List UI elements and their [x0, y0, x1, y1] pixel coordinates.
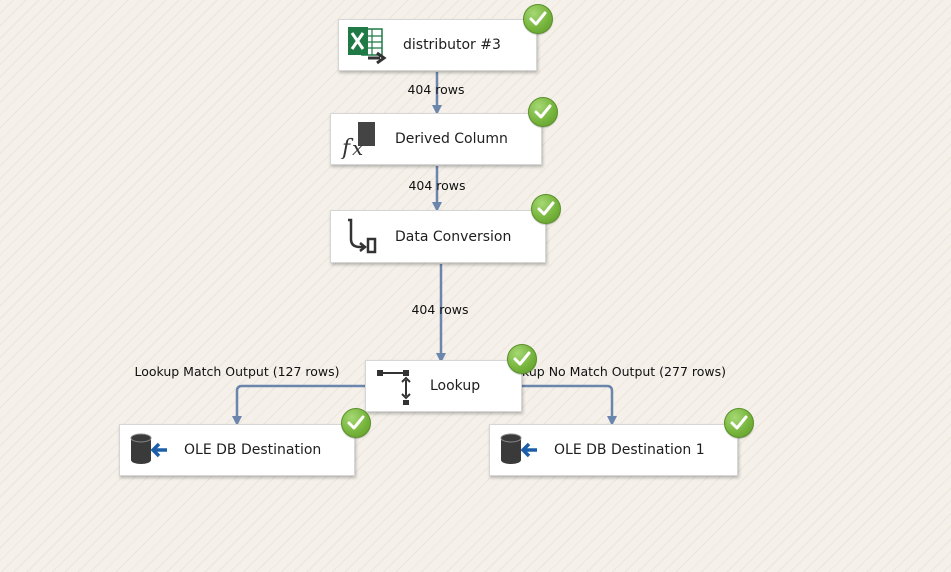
path-rowcount-label: 404 rows: [411, 302, 469, 317]
derived-column-component[interactable]: f x Derived Column: [330, 113, 542, 165]
oledb-destination-icon: [496, 428, 540, 472]
fx-icon: f x: [337, 117, 381, 161]
success-check-icon: [523, 4, 553, 34]
path-rowcount-label: 404 rows: [408, 178, 466, 193]
data-conversion-icon: [337, 215, 381, 259]
lookup-component[interactable]: Lookup: [365, 360, 522, 412]
path-lookup-match[interactable]: [232, 384, 366, 426]
component-label: OLE DB Destination: [184, 442, 322, 458]
component-label: Data Conversion: [395, 228, 512, 245]
component-label: Derived Column: [395, 131, 508, 147]
lookup-match-output-label: Lookup Match Output (127 rows): [134, 364, 340, 379]
lookup-icon: [372, 364, 416, 408]
lookup-no-match-output-label: Lookup No Match Output (277 rows): [499, 364, 727, 379]
excel-source-icon: [345, 23, 389, 67]
success-check-icon: [531, 194, 561, 224]
success-check-icon: [507, 344, 537, 374]
success-check-icon: [341, 408, 371, 438]
data-conversion-component[interactable]: Data Conversion: [330, 210, 546, 263]
oledb-destination-icon: [126, 428, 170, 472]
path-rowcount-label: 404 rows: [407, 82, 465, 97]
success-check-icon: [724, 408, 754, 438]
component-label: Lookup: [430, 378, 481, 394]
success-check-icon: [528, 97, 558, 127]
svg-text:x: x: [352, 136, 363, 159]
oledb-destination-component[interactable]: OLE DB Destination: [119, 424, 355, 476]
component-label: distributor #3: [403, 37, 501, 53]
path-lookup-no-match[interactable]: [521, 384, 617, 426]
excel-source-component[interactable]: distributor #3: [338, 19, 537, 71]
oledb-destination-1-component[interactable]: OLE DB Destination 1: [489, 424, 738, 476]
component-label: OLE DB Destination 1: [554, 442, 705, 458]
